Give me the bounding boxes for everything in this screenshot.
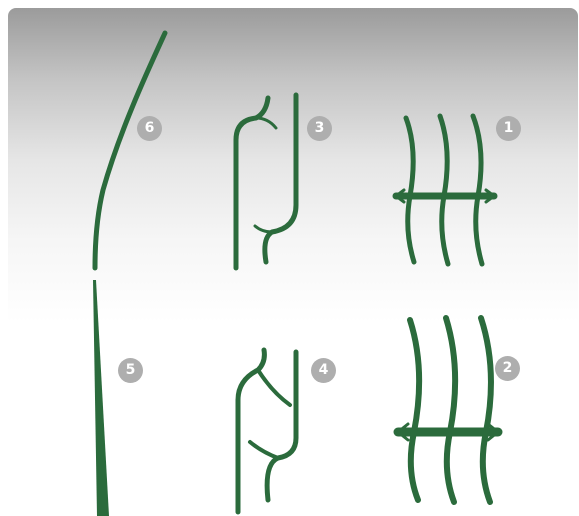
shape-1-prongs xyxy=(396,116,494,264)
badge-2: 2 xyxy=(495,356,520,381)
badge-6: 6 xyxy=(137,116,162,141)
badge-3: 3 xyxy=(307,116,332,141)
badge-1: 1 xyxy=(496,116,521,141)
badge-4: 4 xyxy=(311,358,336,383)
shape-5-straight-rod xyxy=(93,280,109,516)
shape-3-bracket xyxy=(236,95,296,268)
shape-2-prongs xyxy=(398,318,498,502)
badge-5: 5 xyxy=(118,358,143,383)
shape-4-bracket xyxy=(238,350,296,512)
shape-6-curved-rod xyxy=(95,33,165,268)
